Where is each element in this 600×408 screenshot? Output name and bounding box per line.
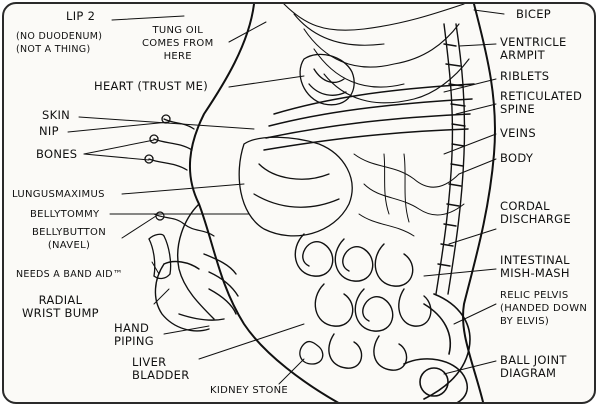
label-needs-band-aid: NEEDS A BAND AID™ [16,269,123,280]
ball-joint [403,358,468,402]
label-heart: HEART (TRUST ME) [94,79,208,93]
label-tung-oil: TUNG OIL COMES FROM HERE [142,25,214,62]
label-bicep: BICEP [516,7,552,21]
leader-lines [67,9,505,385]
label-intestinal-mish-mash: INTESTINAL MISH-MASH [500,253,570,280]
label-nip: NIP [39,124,59,138]
label-skin: SKIN [42,108,71,122]
label-radial-wrist-bump: RADIAL WRIST BUMP [22,293,99,320]
label-lip: LIP 2 [66,9,96,23]
label-bellytommy: BELLYTOMMY [30,209,100,220]
kidney-stone [299,340,324,365]
arm-and-hand [154,203,239,332]
bones-cluster [144,114,195,171]
anatomy-illustration [67,4,505,402]
label-liver-bladder: LIVER BLADDER [132,355,190,382]
heart-organ [299,53,355,106]
label-relic-pelvis: RELIC PELVIS (HANDED DOWN BY ELVIS) [500,290,588,327]
relic-pelvis [423,293,471,400]
label-kidney-stone: KIDNEY STONE [210,385,289,396]
label-reticulated-spine: RETICULATED SPINE [500,89,583,116]
torso-outline [188,4,339,402]
label-lungus-maximus: LUNGUSMAXIMUS [12,189,105,200]
label-bellybutton: BELLYBUTTON (NAVEL) [32,227,106,251]
riblets [263,83,475,151]
label-body: BODY [500,151,534,165]
lungus-maximus [238,136,353,237]
label-ventricle-armpit: VENTRICLE ARMPIT [500,35,567,62]
label-bones: BONES [36,147,78,161]
shoulder-mass [283,4,470,104]
label-riblets: RIBLETS [500,69,550,83]
illustration-frame: LIP 2 (NO DUODENUM) (NOT A THING) TUNG O… [2,2,596,404]
label-ball-joint-diagram: BALL JOINT DIAGRAM [500,353,567,380]
label-cordal-discharge: CORDAL DISCHARGE [500,199,571,226]
label-hand-piping: HAND PIPING [114,321,154,348]
veins [353,153,465,237]
band-aid-tube [148,233,172,280]
reticulated-spine [435,23,466,295]
intestinal-mish-mash [294,233,432,371]
label-no-duodenum: (NO DUODENUM) (NOT A THING) [16,31,103,55]
label-veins: VEINS [500,126,536,140]
